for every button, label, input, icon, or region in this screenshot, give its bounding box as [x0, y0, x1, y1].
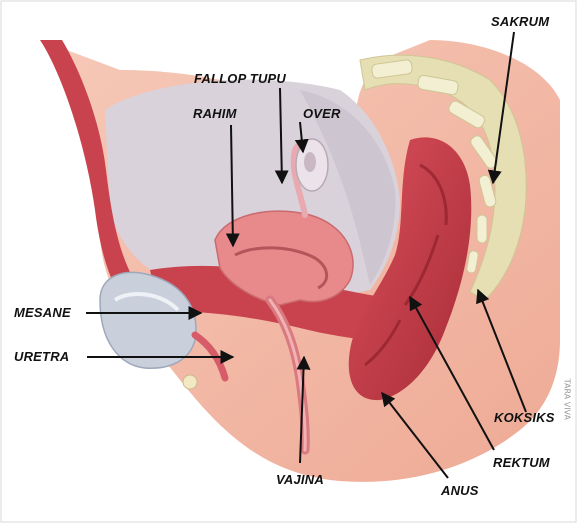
label-over: OVER	[303, 106, 341, 121]
label-koksiks: KOKSIKS	[494, 410, 555, 425]
label-rahim: RAHIM	[193, 106, 237, 121]
label-uretra: URETRA	[14, 349, 69, 364]
ovary-follicle	[304, 152, 316, 172]
label-sakrum: SAKRUM	[491, 14, 549, 29]
label-anus: ANUS	[441, 483, 479, 498]
label-rektum: REKTUM	[493, 455, 550, 470]
label-vajina: VAJINA	[276, 472, 324, 487]
pubic-bone	[183, 375, 197, 389]
watermark: TARA VIVA	[562, 379, 571, 420]
label-fallop-tupu: FALLOP TUPU	[194, 71, 286, 86]
label-mesane: MESANE	[14, 305, 71, 320]
